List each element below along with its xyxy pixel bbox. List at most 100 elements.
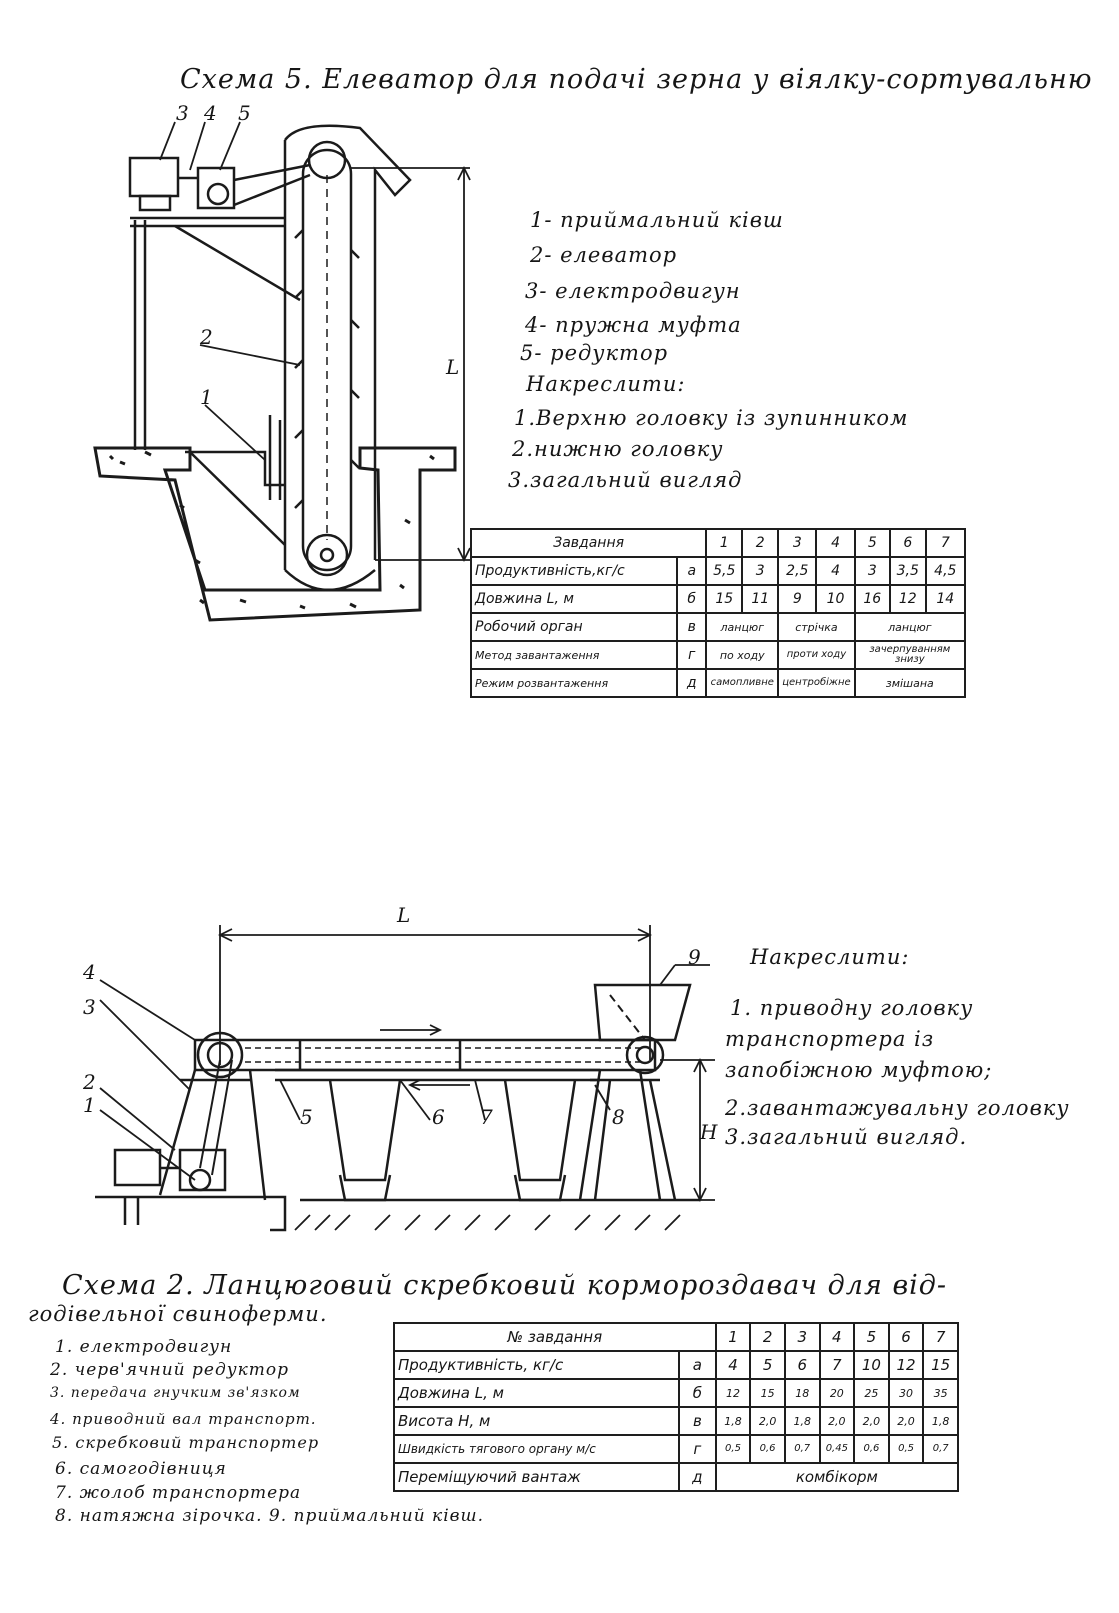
support-legs [158, 1069, 677, 1201]
dimension-L [217, 925, 653, 1065]
scheme2-legend-item: 6. самогодівниця [55, 1459, 227, 1479]
row-key: б [676, 584, 708, 614]
table-cell: 35 [922, 1378, 959, 1408]
self-feeders [275, 1068, 600, 1202]
table-header-label: № завдання [393, 1322, 717, 1352]
table-cell: 15 [705, 584, 744, 614]
table-cell: 0,7 [783, 1434, 821, 1464]
support-frame [130, 216, 301, 450]
scheme5-legend-item: 3- електродвигун [525, 279, 741, 303]
table-cell: 3 [853, 556, 891, 586]
table-cell: 10 [815, 584, 856, 614]
scheme5-callout-3: 3 [176, 101, 189, 125]
table-cell: 2,0 [818, 1406, 856, 1436]
scheme2-callout-3: 3 [83, 995, 96, 1019]
scheme2-legend-item: 4. приводний вал транспорт. [50, 1410, 317, 1428]
table-cell: 3 [741, 556, 780, 586]
variant-header: 2 [741, 528, 780, 558]
table-cell: 5,5 [705, 556, 744, 586]
table-cell: зачерпуванням знизу [853, 640, 967, 670]
scheme2-callout-5: 5 [300, 1105, 313, 1129]
variant-header: 7 [924, 528, 967, 558]
scheme2-task-item: 3.загальний вигляд. [725, 1125, 968, 1149]
scheme5-task-table: Завдання 1 2 3 4 5 6 7 Продуктивність,кг… [469, 528, 967, 698]
table-cell: 18 [783, 1378, 821, 1408]
table-cell: 2,0 [887, 1406, 925, 1436]
scheme5-task-heading: Накреслити: [526, 372, 686, 396]
scheme2-task-item: запобіжною муфтою; [725, 1058, 993, 1082]
table-cell: 2,5 [777, 556, 818, 586]
variant-header: 4 [818, 1322, 856, 1352]
table-cell: 1,8 [922, 1406, 959, 1436]
table-cell: 12 [714, 1378, 752, 1408]
variant-header: 1 [705, 528, 744, 558]
scheme5-task-item: 2.нижню головку [512, 437, 724, 461]
table-cell: 14 [924, 584, 967, 614]
row-key: г [676, 640, 708, 670]
scheme2-title-line1: Схема 2. Ланцюговий скребковий корморозд… [62, 1270, 948, 1301]
drive-unit [128, 156, 311, 212]
row-label: Висота H, м [392, 1406, 681, 1436]
variant-header: 6 [887, 1322, 925, 1352]
row-label: Довжина L, м [392, 1378, 681, 1408]
variant-header: 5 [853, 1322, 890, 1352]
scheme5-legend-item: 5- редуктор [520, 341, 669, 365]
table-header-row: Завдання 1 2 3 4 5 6 7 [469, 528, 967, 558]
row-key: д [676, 668, 708, 698]
table-row: Продуктивність, кг/с а 4 5 6 7 10 12 15 [392, 1350, 959, 1380]
table-row: Переміщуючий вантаж д комбікорм [392, 1462, 960, 1492]
scheme2-legend-item: 1. електродвигун [55, 1337, 233, 1357]
table-cell: центробіжне [777, 668, 856, 698]
table-cell: 5 [749, 1350, 786, 1380]
table-cell: 0,7 [922, 1434, 959, 1464]
receiving-hopper [593, 983, 692, 1042]
variant-header: 3 [777, 528, 818, 558]
scheme2-task-heading: Накреслити: [750, 945, 910, 969]
table-cell: 1,8 [783, 1406, 821, 1436]
table-cell: 15 [749, 1378, 786, 1408]
row-key: г [678, 1434, 717, 1464]
scheme2-dimension-L-label: L [397, 903, 411, 927]
table-cell: 3,5 [888, 556, 927, 586]
table-cell: 2,0 [853, 1406, 890, 1436]
variant-header: 3 [783, 1322, 821, 1352]
table-cell: 2,0 [749, 1406, 786, 1436]
row-key: в [678, 1406, 717, 1436]
table-cell: 0,6 [749, 1434, 786, 1464]
table-cell: комбікорм [714, 1462, 960, 1492]
row-key: а [676, 556, 708, 586]
table-row: Продуктивність,кг/с а 5,5 3 2,5 4 3 3,5 … [469, 556, 967, 586]
table-cell: проти ходу [777, 640, 856, 670]
scheme2-legend-item: 5. скребковий транспортер [52, 1433, 320, 1452]
row-key: а [678, 1350, 717, 1380]
dimension-L [350, 165, 471, 563]
scheme2-task-item: 2.завантажувальну головку [725, 1096, 1070, 1120]
scheme2-callout-9: 9 [688, 945, 701, 969]
scheme2-legend-item: 2. черв'ячний редуктор [50, 1360, 290, 1380]
row-label: Довжина L, м [469, 584, 679, 614]
table-cell: 30 [887, 1378, 925, 1408]
scheme2-dimension-H-label: H [700, 1120, 718, 1144]
table-header-row: № завдання 1 2 3 4 5 6 7 [393, 1322, 959, 1352]
scheme2-task-table: № завдання 1 2 3 4 5 6 7 Продуктивність,… [392, 1322, 960, 1492]
row-label: Продуктивність, кг/с [392, 1350, 681, 1380]
elevator-casing [283, 124, 412, 592]
variant-header: 6 [888, 528, 927, 558]
table-row: Висота H, м в 1,8 2,0 1,8 2,0 2,0 2,0 1,… [392, 1406, 959, 1436]
table-cell: по ходу [705, 640, 780, 670]
table-cell: 4,5 [924, 556, 967, 586]
table-cell: 11 [741, 584, 780, 614]
table-cell: 12 [888, 584, 927, 614]
table-cell: 0,5 [887, 1434, 925, 1464]
table-cell: самопливне [705, 668, 780, 698]
dimension-H [660, 1057, 715, 1203]
scheme5-callout-1: 1 [200, 385, 213, 409]
scheme2-task-item: 1. приводну головку [730, 996, 974, 1020]
row-label: Метод завантаження [469, 640, 679, 670]
scheme2-legend-item: 8. натяжна зірочка. 9. приймальний ківш. [55, 1506, 485, 1526]
table-row: Режим розвантаження д самопливне центроб… [469, 668, 967, 698]
row-key: б [678, 1378, 717, 1408]
table-cell: 6 [783, 1350, 821, 1380]
variant-header: 5 [853, 528, 891, 558]
